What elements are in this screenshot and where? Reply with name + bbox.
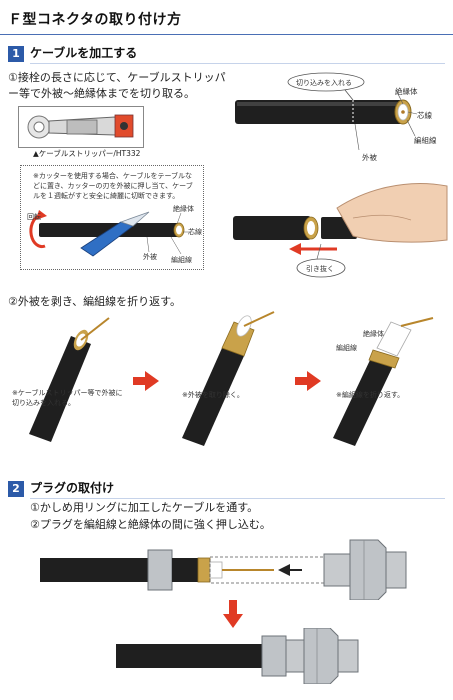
page-title: Ｆ型コネクタの取り付け方: [8, 12, 182, 28]
cut-bubble-label: 切り込みを入れる: [296, 79, 352, 87]
arrow-right-icon: [133, 371, 159, 391]
note-label-rotate: 回転: [27, 213, 41, 221]
label-core: 芯線: [417, 111, 432, 120]
section-2-heading: 2 プラグの取付け: [8, 479, 114, 497]
note-label-core: 芯線: [188, 228, 202, 236]
section-1-badge: 1: [8, 45, 24, 62]
stage-1-cable-illustration: [29, 317, 110, 442]
tool-caption: ▲ケーブルストリッパー/HT332: [33, 149, 141, 158]
arrow-right-icon: [295, 371, 321, 391]
note-label-sheath: 外被: [143, 253, 157, 261]
section-1-heading: 1 ケーブルを加工する: [8, 44, 137, 62]
pull-out-illustration: [233, 183, 448, 278]
stage-2-cable-illustration: [182, 311, 275, 446]
assembly-after-illustration: [116, 628, 359, 684]
step-2-text: ②外被を剥き、編組線を折り返す。: [8, 295, 181, 308]
cable-stripper-illustration: [27, 114, 134, 139]
note-label-insulator: 絶縁体: [173, 205, 194, 213]
note-label-braid: 編組線: [171, 256, 192, 264]
arrow-down-icon: [223, 600, 243, 628]
section-2-line-2: ②プラグを編組線と絶縁体の間に強く押し込む。: [30, 518, 271, 531]
cable-stripper-image: [18, 106, 144, 148]
section-2-rule: [30, 498, 445, 499]
cutter-note-box: ※カッターを使用する場合、ケーブルをテーブルなどに置き、カッターの刃を外被に押し…: [20, 165, 204, 270]
label-sheath: 外被: [362, 153, 377, 162]
section-1-title: ケーブルを加工する: [30, 46, 138, 60]
section-2-line-1: ①かしめ用リングに加工したケーブルを通す。: [30, 501, 259, 514]
stage-3-caption: ※編組線を折り返す。: [336, 391, 405, 399]
cable-cut-diagram: [235, 72, 418, 151]
stage-3-label-braid: 編組線: [336, 344, 357, 352]
stage-3-label-insulator: 絶縁体: [363, 330, 384, 338]
label-braid: 編組線: [414, 136, 437, 145]
section-2-badge: 2: [8, 480, 24, 497]
cutter-illustration: [29, 210, 191, 257]
title-divider: [0, 34, 453, 35]
section-2-title: プラグの取付け: [30, 481, 115, 495]
stage-2-caption: ※外被を取り除く。: [182, 391, 244, 399]
label-insulator: 絶縁体: [395, 87, 418, 96]
pull-out-label: 引き抜く: [306, 265, 334, 273]
step-1-text: ①接栓の長さに応じて、ケーブルストリッパー等で外被～絶縁体までを切り取る。: [8, 71, 226, 100]
section-1-rule: [30, 63, 445, 64]
stage-1-caption: ※ケーブルストリッパー等で外被に切り込みを入れる。: [12, 389, 123, 407]
core-end-shape: [401, 110, 405, 114]
cutter-note-text: ※カッターを使用する場合、ケーブルをテーブルなどに置き、カッターの刃を外被に押し…: [33, 172, 193, 200]
stage-3-cable-illustration: [333, 317, 434, 446]
assembly-before-illustration: [40, 539, 407, 600]
